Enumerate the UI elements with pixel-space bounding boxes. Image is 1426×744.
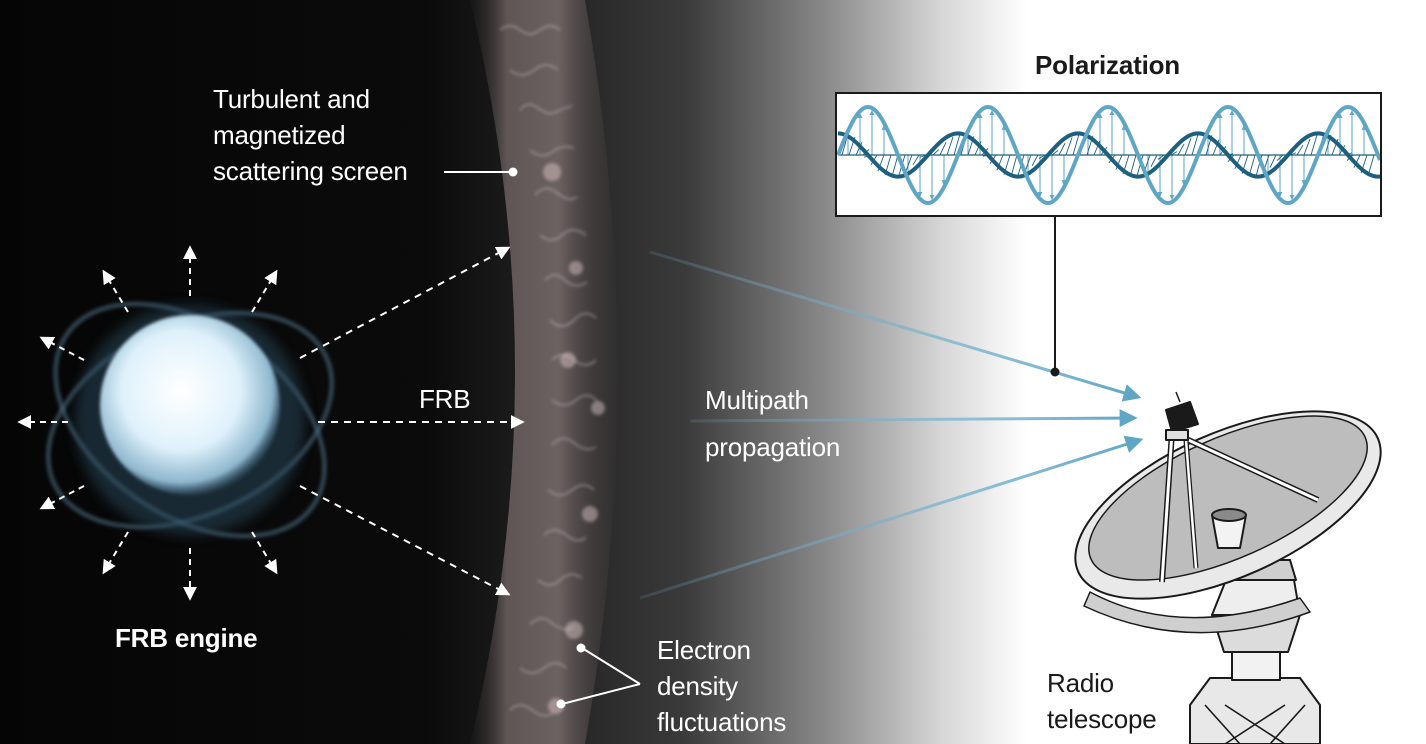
scattering-screen-leader xyxy=(444,167,518,177)
polarization-hatch xyxy=(1296,144,1304,156)
polarization-hatch xyxy=(1184,138,1192,156)
polarization-wave-dark xyxy=(837,131,1380,179)
polarization-hatch xyxy=(946,136,954,156)
polarization-hatch xyxy=(1177,143,1185,156)
frb-rays xyxy=(299,246,525,596)
radio-telescope-line-2: telescope xyxy=(1047,704,1157,734)
radio-telescope-label: Radio telescope xyxy=(1047,665,1157,737)
polarization-hatch xyxy=(1010,154,1018,177)
polarization-hatch xyxy=(939,142,947,156)
frb-label: FRB xyxy=(419,384,471,414)
electron-density-leaders xyxy=(556,643,641,709)
polarization-panel xyxy=(835,92,1382,377)
polarization-hatch xyxy=(1051,150,1059,156)
polarization-hatch xyxy=(1310,134,1318,156)
polarization-hatch xyxy=(1024,154,1032,172)
polarization-hatch xyxy=(1157,154,1165,160)
electron-line-2: density xyxy=(657,671,738,701)
scattering-screen-line-1: Turbulent and xyxy=(213,84,370,114)
polarization-hatch xyxy=(1065,137,1073,156)
polarization-hatch xyxy=(1269,154,1277,168)
polarization-hatch xyxy=(891,154,899,177)
polarization-hatch xyxy=(1276,154,1284,161)
electron-density-label: Electron density fluctuations xyxy=(657,632,786,740)
polarization-hatch xyxy=(1031,154,1039,167)
polarization-hatch xyxy=(932,149,940,156)
polarization-hatch xyxy=(912,154,920,166)
polarization-hatch xyxy=(953,133,961,156)
polarization-hatch xyxy=(1191,134,1199,156)
multipath-line-2: propagation xyxy=(705,432,841,462)
polarization-hatch xyxy=(1058,143,1066,156)
scattering-screen xyxy=(470,0,618,744)
polarization-hatch xyxy=(1129,154,1137,177)
frb-engine-label: FRB engine xyxy=(115,623,258,653)
scattering-screen-label: Turbulent and magnetized scattering scre… xyxy=(213,81,408,189)
polarization-hatch xyxy=(1072,134,1080,156)
polarization-hatch xyxy=(1136,154,1144,176)
polarization-hatch xyxy=(1150,154,1158,167)
radio-telescope-line-1: Radio xyxy=(1047,668,1114,698)
scattering-screen-line-2: magnetized xyxy=(213,120,346,150)
polarization-wave-light xyxy=(837,104,1380,206)
electron-line-1: Electron xyxy=(657,635,751,665)
frb-engine-graphic xyxy=(45,301,335,539)
polarization-hatch xyxy=(1303,138,1311,156)
scattering-screen-line-3: scattering screen xyxy=(213,156,408,186)
radio-telescope-graphic xyxy=(1074,391,1382,744)
polarization-hatch xyxy=(905,154,913,172)
multipath-propagation-label: Multipath propagation xyxy=(705,377,840,471)
multipath-line-1: Multipath xyxy=(705,385,809,415)
engine-emission-arrows xyxy=(17,245,278,601)
electron-line-3: fluctuations xyxy=(657,707,787,737)
polarization-title: Polarization xyxy=(1035,50,1180,80)
